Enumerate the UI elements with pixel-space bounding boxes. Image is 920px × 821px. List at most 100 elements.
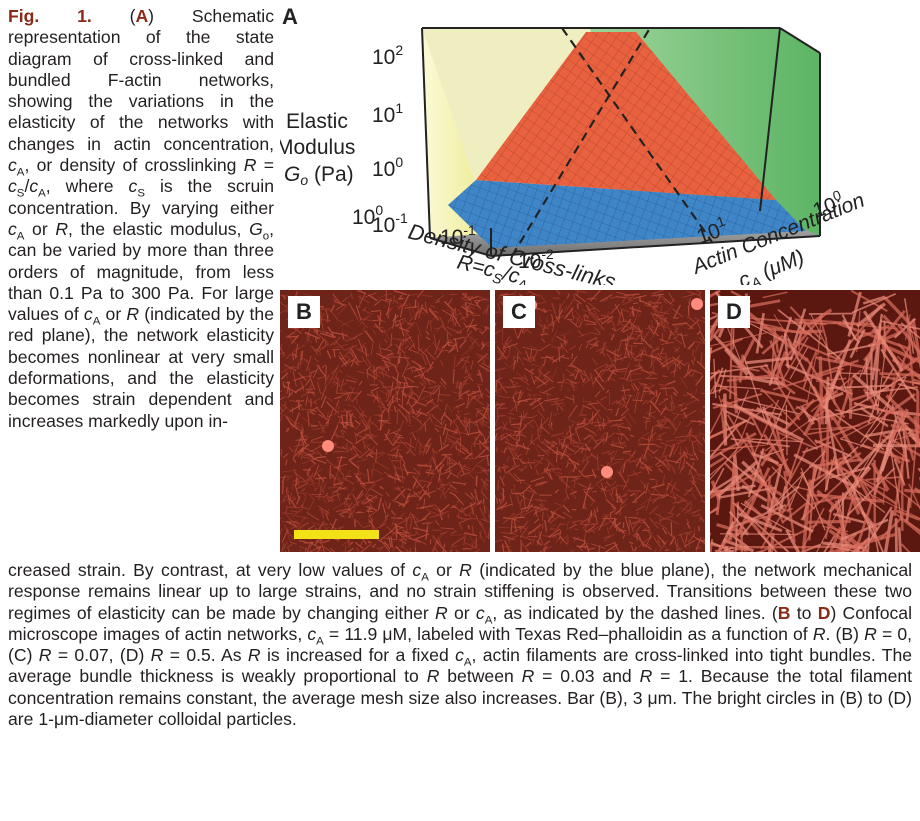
caption-text: , actin filaments are cross-linked into …	[8, 645, 913, 687]
caption-text: R	[521, 666, 535, 687]
caption-text: (indicated by the blue plane), the netwo…	[8, 560, 913, 623]
caption-text: c	[475, 602, 485, 623]
caption-text: = 0.03 and	[534, 666, 632, 687]
micrograph-d-image	[710, 290, 920, 552]
caption-text: A	[38, 187, 46, 200]
caption-text: R	[38, 645, 52, 666]
panel-b-label: B	[288, 296, 320, 328]
figure-caption-continued: creased strain. By contrast, at very low…	[8, 560, 912, 730]
y-axis-label-line3: Go (Pa)	[284, 163, 354, 188]
caption-text: c	[83, 304, 93, 325]
colloidal-particle	[691, 298, 703, 310]
caption-text: (	[129, 6, 136, 26]
actin-filaments	[710, 290, 920, 552]
caption-text: or	[105, 304, 122, 325]
caption-text: o	[262, 230, 270, 243]
colloidal-particle	[322, 440, 334, 452]
caption-text: A	[421, 571, 429, 584]
colloidal-particle	[601, 466, 613, 478]
figure-caption: Fig. 1. (A) Schematic representation of …	[8, 6, 274, 432]
caption-text: = 0, (C)	[8, 623, 913, 666]
caption-text: . (B)	[825, 623, 859, 644]
caption-text: = 0.5. As	[163, 645, 242, 666]
caption-text: R	[243, 155, 257, 176]
caption-text: A	[463, 656, 472, 669]
blue-plane	[448, 180, 806, 248]
caption-text: A	[92, 315, 101, 328]
caption-text: R	[459, 560, 472, 580]
panel-d-label: D	[718, 296, 750, 328]
caption-text: R	[247, 645, 261, 666]
caption-text: c	[412, 560, 422, 580]
figure-label: Fig. 1.	[8, 6, 92, 26]
caption-text: A	[316, 635, 324, 648]
caption-text: S	[137, 187, 145, 200]
caption-text: ) Schematic representation of the state …	[8, 6, 274, 154]
caption-text: = 1. Because the total filament concentr…	[8, 666, 913, 730]
y-axis-tick-label: 101	[372, 100, 403, 127]
caption-text: R	[426, 666, 440, 687]
caption-text: (indicated by the red plane), the networ…	[8, 304, 274, 431]
caption-text: c	[8, 218, 17, 239]
r-axis-tick-label: 10-1	[440, 222, 476, 249]
cube-edges	[421, 27, 821, 257]
caption-text: , or density of crosslinking	[24, 155, 237, 176]
caption-text: R	[864, 623, 877, 644]
caption-text: c	[29, 176, 39, 197]
caption-text: , where	[45, 176, 114, 197]
micrograph-c-image	[495, 290, 705, 552]
caption-text: creased strain. By contrast, at very low…	[8, 560, 406, 580]
caption-text: c	[8, 155, 17, 176]
r-axis-tick-label: 10-2	[518, 246, 554, 273]
caption-text: A	[16, 166, 25, 179]
caption-text: A	[16, 230, 25, 243]
y-axis-label-line2: Modulus	[280, 136, 355, 159]
y-axis-ticks: 102 101 100 10-1	[372, 42, 408, 237]
y-axis-tick-label: 102	[372, 42, 403, 69]
y-axis-tick-label: 10-1	[372, 210, 408, 237]
micrograph-b-image	[280, 290, 490, 552]
caption-text: is increased for a fixed	[260, 645, 449, 666]
caption-text: c	[8, 176, 17, 197]
caption-text: ) Confocal microscope images of actin ne…	[8, 602, 912, 644]
caption-text: A	[484, 614, 493, 627]
panel-a-label: A	[282, 4, 298, 29]
caption-text: between	[447, 666, 514, 687]
y-axis-label-line1: Elastic	[286, 110, 348, 133]
y-axis-tick-label: 100	[372, 154, 403, 181]
caption-text: =	[256, 155, 275, 176]
caption-text: or	[436, 560, 452, 580]
r-axis-tick-label: 100	[352, 202, 383, 229]
micrograph-b: B	[280, 290, 490, 552]
micrograph-d: D	[710, 290, 920, 552]
caption-text: R	[55, 218, 69, 239]
panel-c-label: C	[503, 296, 535, 328]
caption-text: R	[639, 666, 653, 687]
caption-text: R	[812, 623, 826, 644]
caption-text: /	[24, 176, 30, 197]
caption-text: , the elastic modulus,	[68, 218, 242, 239]
caption-text: R	[435, 602, 448, 623]
caption-text: c	[307, 623, 317, 644]
caption-text: = 0.07, (D)	[51, 645, 145, 666]
red-plane	[476, 32, 776, 200]
caption-text: to	[796, 602, 812, 623]
caption-text: R	[150, 645, 164, 666]
micrograph-c: C	[495, 290, 705, 552]
caption-text: G	[249, 218, 263, 239]
caption-text: or	[454, 602, 470, 623]
caption-text: c	[128, 176, 138, 197]
caption-text: S	[16, 187, 25, 200]
caption-text: is the scruin concentration. By varying …	[8, 176, 275, 218]
caption-text: = 11.9 μM, labeled with Texas Red–phallo…	[323, 623, 808, 644]
caption-text: R	[126, 304, 140, 325]
caption-text: c	[455, 645, 464, 666]
state-diagram-panel-a: A Elastic Modulus Go (Pa) 10210110010-1 …	[280, 4, 868, 285]
caption-text: D	[817, 602, 831, 623]
caption-text: A	[135, 6, 149, 26]
transition-dashed-lines	[511, 27, 713, 257]
caption-text: or	[32, 218, 48, 239]
caption-text: B	[777, 602, 791, 623]
scale-bar	[294, 530, 379, 539]
